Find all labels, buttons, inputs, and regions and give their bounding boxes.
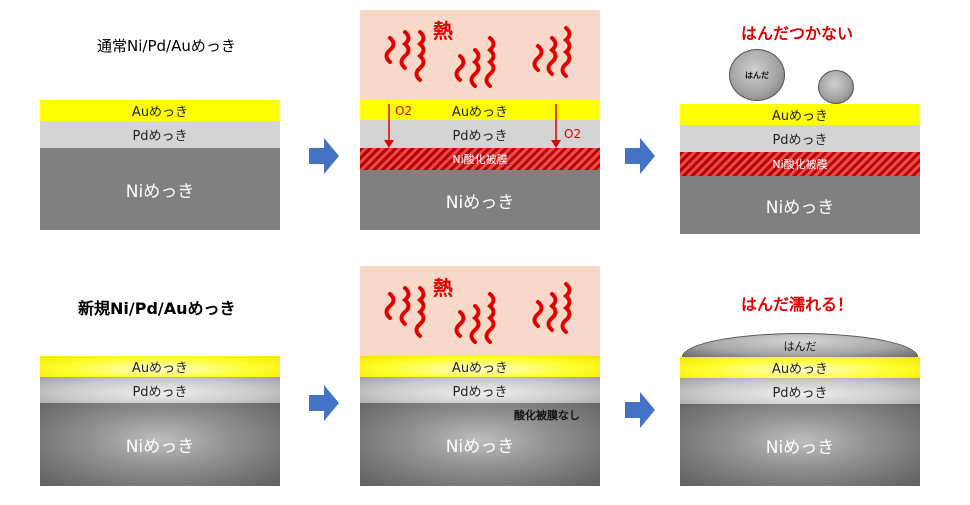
ni-layer: Niめっき — [40, 403, 280, 486]
down-arrow-icon — [384, 104, 394, 148]
heat-wave-icon — [384, 26, 572, 88]
au-layer: Auめっき — [680, 104, 920, 125]
o2-label: O2 — [395, 104, 413, 118]
ni-oxide-layer: Ni酸化被膜 — [680, 152, 920, 176]
o2-label: O2 — [564, 127, 582, 141]
pd-layer: Pdめっき — [680, 378, 920, 404]
au-layer: Auめっき — [40, 356, 280, 377]
result-label: はんだつかない — [741, 24, 854, 43]
solder-ball: はんだ — [729, 49, 785, 101]
heat-wave-icon — [384, 282, 572, 344]
heat-label: 熱 — [433, 276, 453, 300]
pd-layer: Pdめっき — [680, 125, 920, 152]
heat-label: 熱 — [433, 19, 453, 43]
right-arrow-icon — [625, 138, 655, 174]
au-layer: Auめっき — [360, 100, 600, 120]
au-layer: Auめっき — [360, 356, 600, 377]
ni-layer: Niめっき — [680, 404, 920, 486]
right-arrow-icon — [309, 385, 339, 421]
right-arrow-icon — [625, 392, 655, 428]
down-arrow-icon — [551, 104, 561, 148]
no-oxide-label: 酸化被膜なし — [514, 409, 580, 422]
pd-layer: Pdめっき — [360, 120, 600, 148]
au-layer: Auめっき — [680, 357, 920, 378]
pd-layer: Pdめっき — [360, 377, 600, 403]
top-title: 通常Ni/Pd/Auめっき — [97, 37, 236, 55]
ni-layer: Niめっき — [360, 403, 600, 486]
right-arrow-icon — [309, 138, 339, 174]
au-layer: Auめっき — [40, 100, 280, 121]
result-label: はんだ濡れる！ — [741, 295, 854, 314]
solder-cap: はんだ — [682, 333, 918, 357]
ni-oxide-layer: Ni酸化被膜 — [360, 148, 600, 170]
ni-layer: Niめっき — [680, 176, 920, 234]
pd-layer: Pdめっき — [40, 121, 280, 148]
ni-layer: Niめっき — [360, 170, 600, 230]
solder-ball-small — [818, 70, 854, 104]
bottom-title: 新規Ni/Pd/Auめっき — [78, 299, 236, 318]
ni-layer: Niめっき — [40, 148, 280, 230]
pd-layer: Pdめっき — [40, 377, 280, 403]
